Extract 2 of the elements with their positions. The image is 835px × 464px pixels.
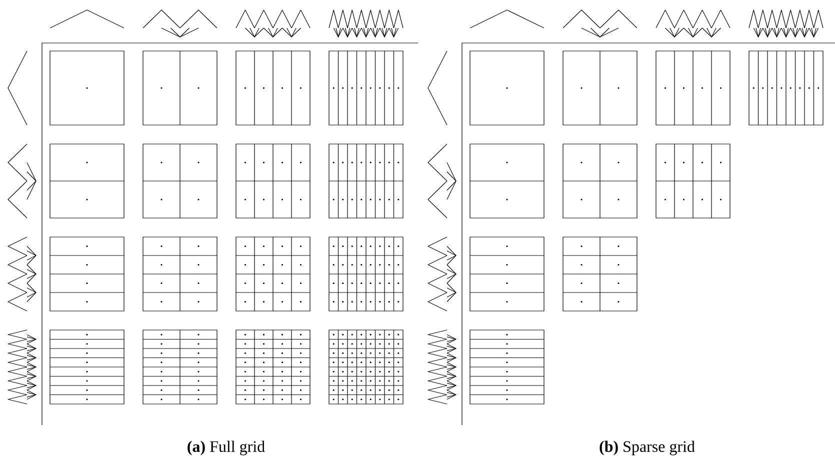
caption: (a) Full grid bbox=[188, 440, 265, 456]
caption: (b) Sparse grid bbox=[600, 440, 695, 456]
